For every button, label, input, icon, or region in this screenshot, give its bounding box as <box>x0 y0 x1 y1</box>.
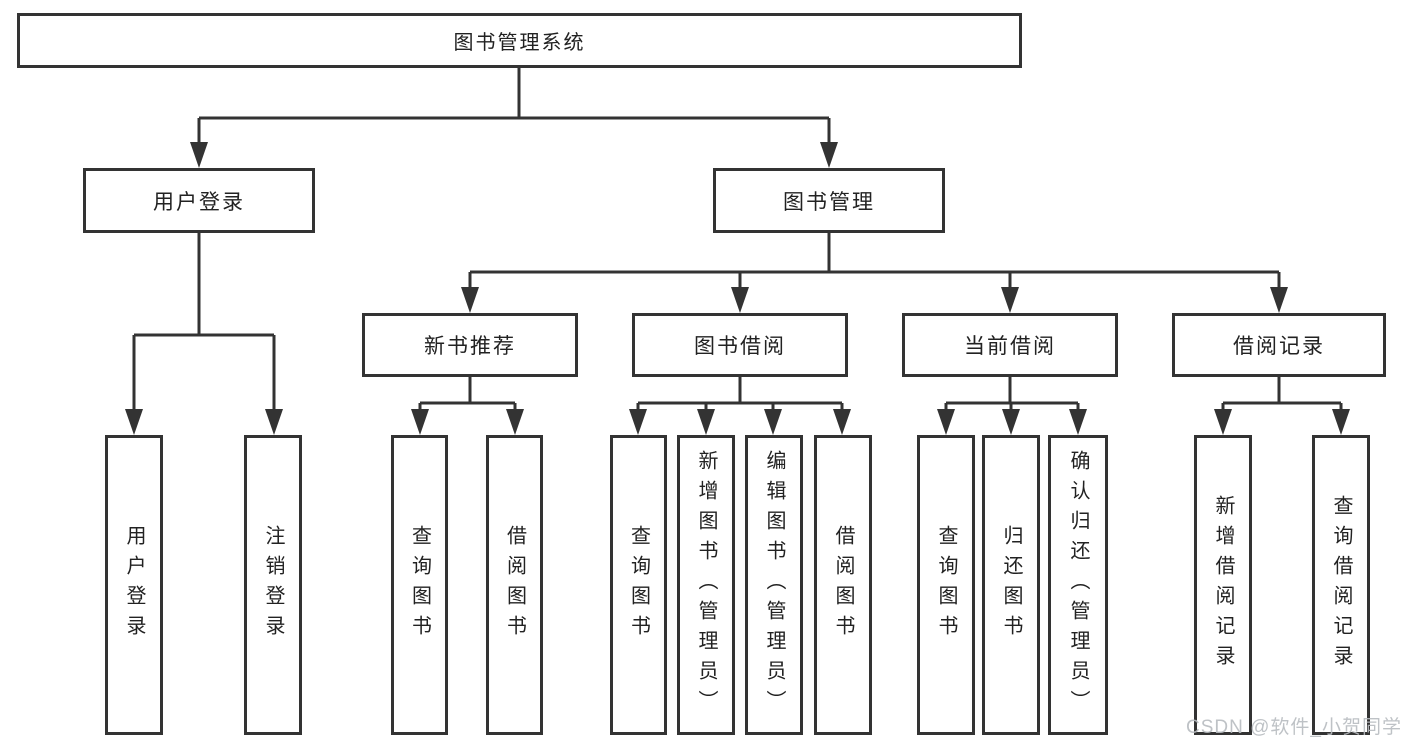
leaf-query-books-borrow-label: 查询图书 <box>627 525 650 645</box>
node-current-borrow-label: 当前借阅 <box>964 335 1056 358</box>
leaf-return-book: 归还图书 <box>982 435 1040 735</box>
node-new-book-recommend-label: 新书推荐 <box>424 335 516 358</box>
watermark: CSDN @软件_小贺同学 <box>1186 717 1402 738</box>
leaf-borrow-books-borrow-label: 借阅图书 <box>832 525 854 645</box>
leaf-query-books-recommend-label: 查询图书 <box>408 525 431 645</box>
leaf-borrow-books-recommend-label: 借阅图书 <box>503 525 526 645</box>
node-root-library-system: 图书管理系统 <box>17 13 1022 68</box>
node-user-login: 用户登录 <box>83 168 315 233</box>
leaf-user-login-label: 用户登录 <box>123 525 145 645</box>
node-book-management: 图书管理 <box>713 168 945 233</box>
leaf-borrow-books-borrow: 借阅图书 <box>814 435 872 735</box>
node-borrow-records-label: 借阅记录 <box>1233 335 1325 358</box>
leaf-confirm-return-admin: 确认归还（管理员） <box>1048 435 1108 735</box>
leaf-query-books-recommend: 查询图书 <box>391 435 448 735</box>
leaf-query-books-current-label: 查询图书 <box>935 525 957 645</box>
leaf-add-book-admin-label: 新增图书（管理员） <box>695 450 717 720</box>
leaf-query-borrow-record: 查询借阅记录 <box>1312 435 1370 735</box>
leaf-return-book-label: 归还图书 <box>1000 525 1022 645</box>
leaf-logout-label: 注销登录 <box>262 525 284 645</box>
node-book-borrow: 图书借阅 <box>632 313 848 377</box>
leaf-edit-book-admin: 编辑图书（管理员） <box>745 435 803 735</box>
leaf-confirm-return-admin-label: 确认归还（管理员） <box>1067 450 1089 720</box>
leaf-user-login: 用户登录 <box>105 435 163 735</box>
node-current-borrow: 当前借阅 <box>902 313 1118 377</box>
leaf-query-books-borrow: 查询图书 <box>610 435 667 735</box>
leaf-edit-book-admin-label: 编辑图书（管理员） <box>763 450 785 720</box>
leaf-borrow-books-recommend: 借阅图书 <box>486 435 543 735</box>
node-borrow-records: 借阅记录 <box>1172 313 1386 377</box>
leaf-logout: 注销登录 <box>244 435 302 735</box>
leaf-add-book-admin: 新增图书（管理员） <box>677 435 735 735</box>
arrowheads <box>125 142 1350 435</box>
leaf-query-books-current: 查询图书 <box>917 435 975 735</box>
leaf-query-borrow-record-label: 查询借阅记录 <box>1330 495 1352 675</box>
node-book-borrow-label: 图书借阅 <box>694 335 786 358</box>
node-root-label: 图书管理系统 <box>453 32 586 54</box>
leaf-add-borrow-record: 新增借阅记录 <box>1194 435 1252 735</box>
node-new-book-recommend: 新书推荐 <box>362 313 578 377</box>
node-user-login-label: 用户登录 <box>153 190 245 214</box>
node-book-management-label: 图书管理 <box>783 190 875 214</box>
leaf-add-borrow-record-label: 新增借阅记录 <box>1212 495 1234 675</box>
